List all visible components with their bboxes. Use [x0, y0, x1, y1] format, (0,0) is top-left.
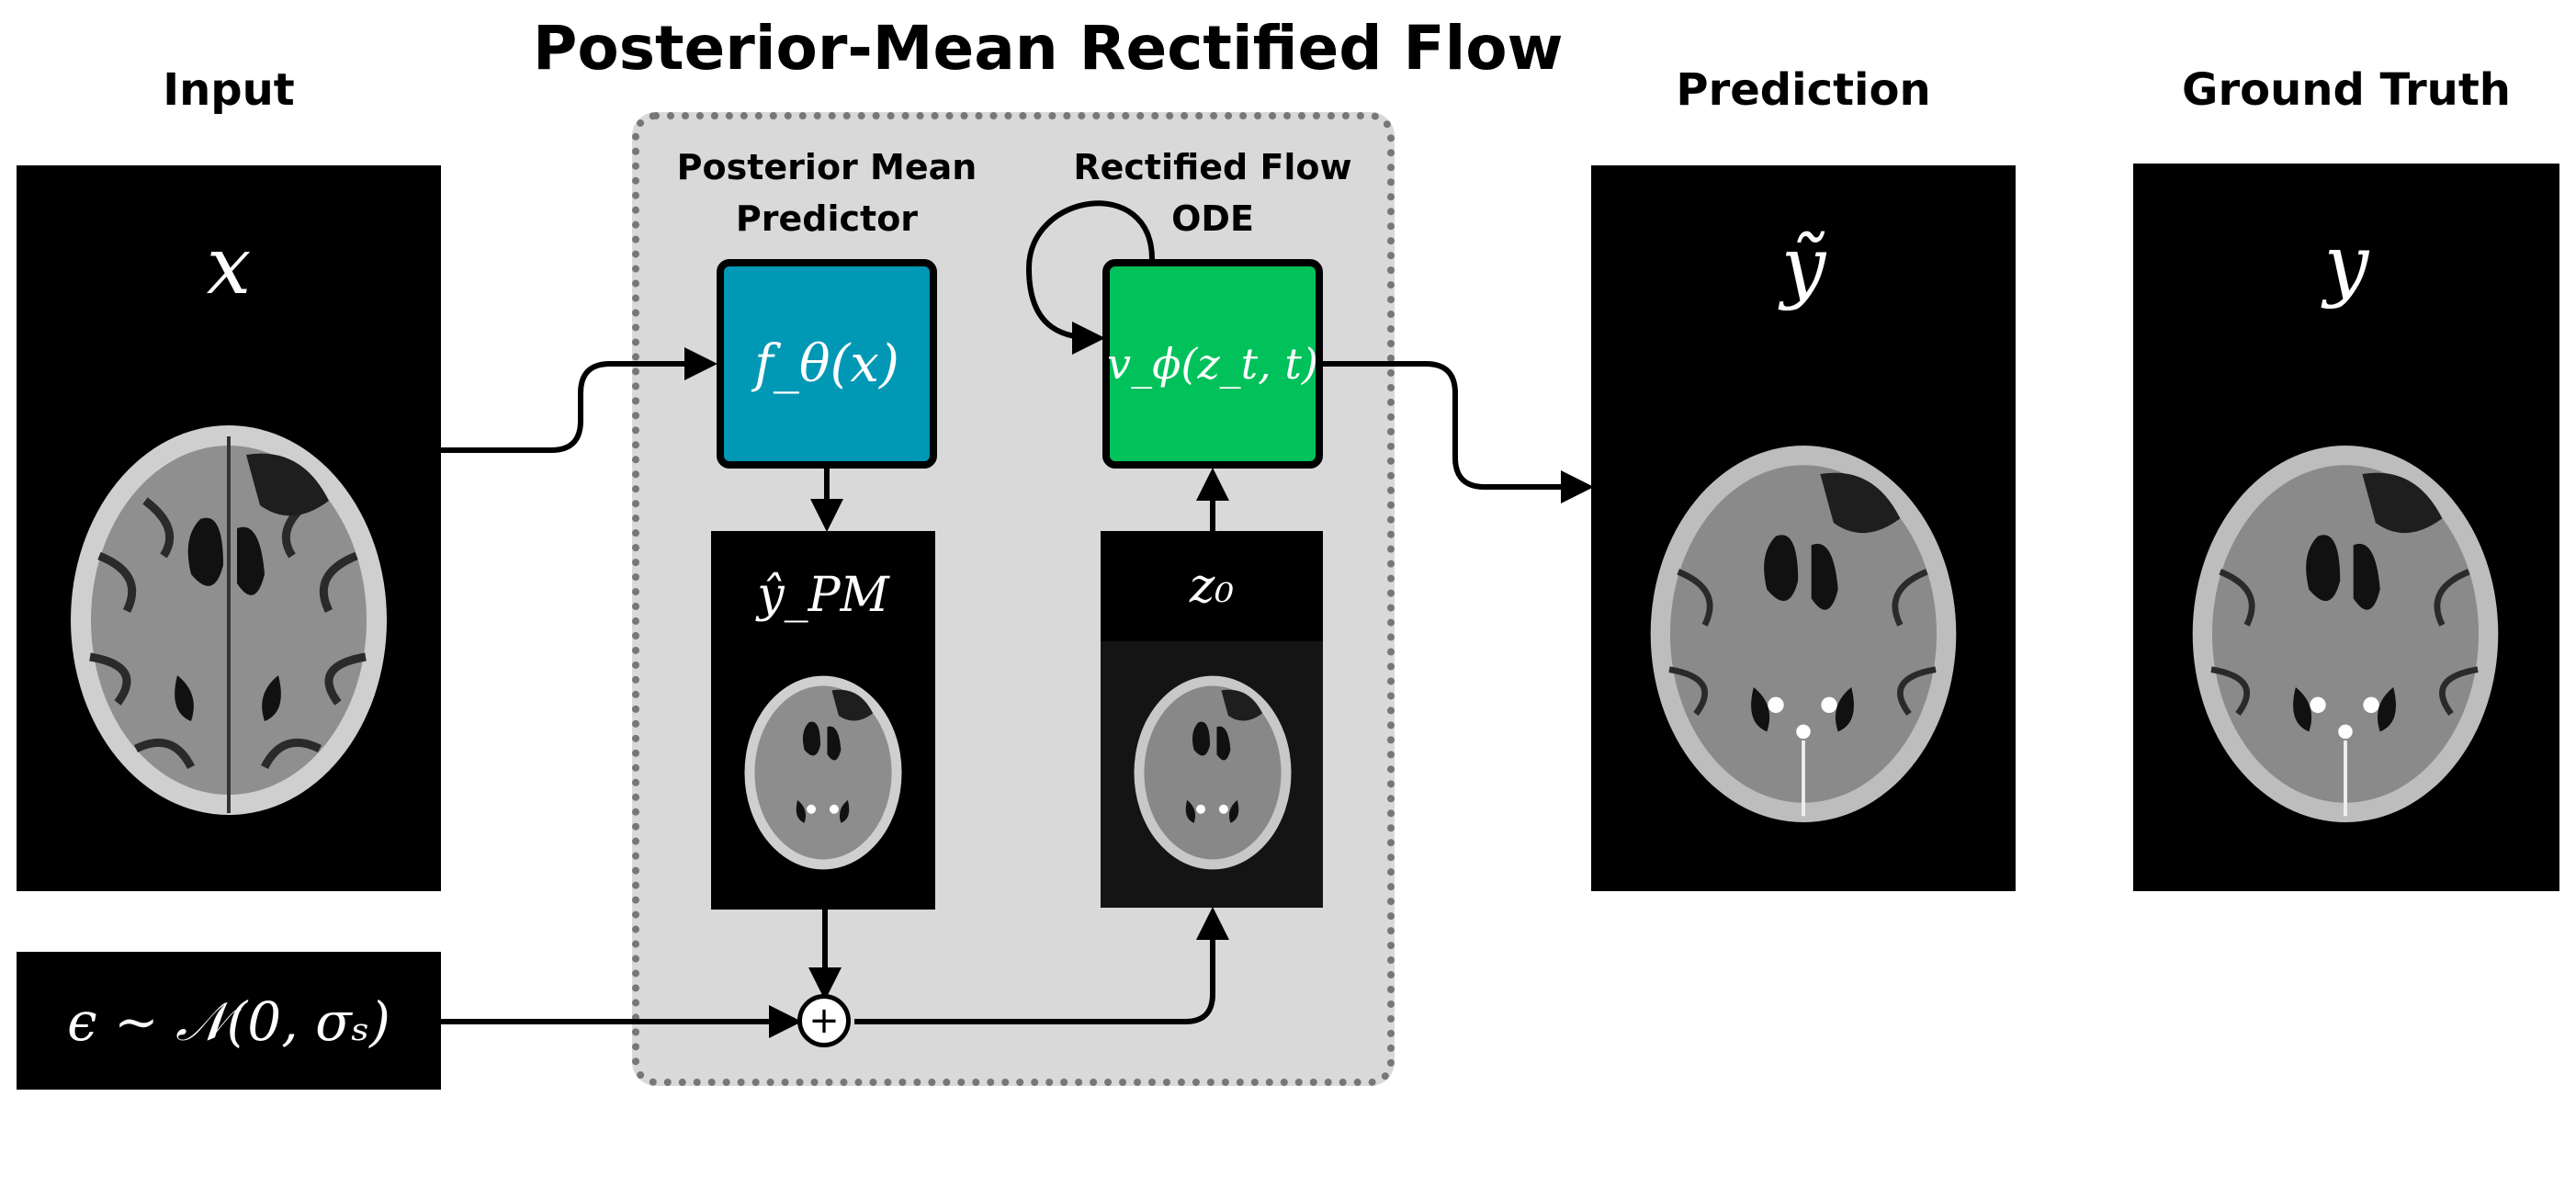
brain-mri-image	[2192, 446, 2499, 822]
ground-truth-panel: y	[2133, 164, 2559, 891]
ground-truth-heading: Ground Truth	[2182, 64, 2511, 116]
prediction-heading: Prediction	[1676, 64, 1931, 116]
posterior-mean-label-line1: Posterior Mean	[676, 147, 977, 187]
sum-symbol: +	[808, 1000, 840, 1042]
arrow-icon	[1323, 361, 1594, 503]
rectified-flow-velocity-box: v_ϕ(z_t, t)	[1102, 259, 1323, 469]
brain-mri-image	[71, 425, 387, 815]
noise-panel: ϵ ∼ 𝒩(0, σₛ)	[17, 952, 441, 1090]
posterior-mean-output-symbol: ŷ_PM	[757, 568, 889, 623]
posterior-mean-label: Posterior Mean Predictor	[661, 141, 992, 244]
prediction-symbol: ỹ	[1780, 220, 1826, 312]
brain-mri-image	[1134, 675, 1292, 870]
velocity-symbol: v_ϕ(z_t, t)	[1107, 339, 1318, 389]
noise-symbol: ϵ ∼ 𝒩(0, σₛ)	[67, 990, 390, 1053]
brain-mri-image	[744, 675, 902, 870]
initial-state-panel: z₀	[1101, 531, 1323, 908]
arrow-icon	[854, 907, 1229, 1024]
initial-state-brain-image	[1134, 675, 1292, 870]
rectified-flow-label-line2: ODE	[1171, 198, 1254, 239]
diagram-title: Posterior-Mean Rectified Flow	[533, 13, 1564, 84]
input-heading: Input	[163, 64, 295, 116]
posterior-mean-label-line2: Predictor	[735, 198, 919, 239]
rectified-flow-label-line1: Rectified Flow	[1073, 147, 1352, 187]
posterior-mean-predictor-box: f_θ(x)	[717, 259, 937, 469]
arrow-icon	[1025, 200, 1155, 355]
input-brain-image	[71, 425, 387, 815]
ground-truth-brain-image	[2192, 446, 2499, 822]
prediction-brain-image	[1650, 446, 1957, 822]
prediction-panel: ỹ	[1591, 165, 2016, 891]
initial-state-symbol: z₀	[1189, 559, 1235, 614]
plus-circle-icon: +	[797, 994, 851, 1047]
input-symbol: x	[206, 220, 252, 312]
rectified-flow-label: Rectified Flow ODE	[1047, 141, 1378, 244]
posterior-mean-output-panel: ŷ_PM	[711, 531, 935, 910]
predictor-symbol: f_θ(x)	[754, 333, 899, 394]
brain-mri-image	[1650, 446, 1957, 822]
input-panel: x	[17, 165, 441, 891]
ground-truth-symbol: y	[2323, 219, 2369, 311]
arrow-icon	[441, 347, 717, 453]
posterior-mean-brain-image	[744, 675, 902, 870]
